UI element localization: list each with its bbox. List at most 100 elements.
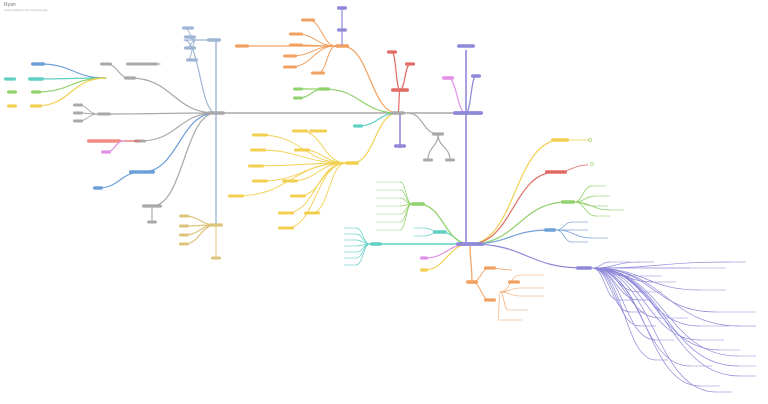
topic-node[interactable]: [31, 62, 45, 66]
branch-connector: [471, 267, 491, 283]
branch-connector: [427, 133, 439, 161]
topic-node[interactable]: [30, 104, 42, 108]
topic-node[interactable]: [442, 76, 454, 80]
topic-node[interactable]: [411, 202, 425, 206]
topic-node[interactable]: [337, 28, 347, 32]
branch-connector: [423, 231, 441, 237]
topic-node[interactable]: [87, 139, 121, 143]
topic-node[interactable]: [4, 77, 16, 81]
topic-node[interactable]: [387, 50, 397, 54]
topic-node[interactable]: [124, 76, 136, 80]
topic-node[interactable]: [73, 111, 83, 115]
topic-node[interactable]: [561, 200, 575, 204]
branch-connector: [257, 149, 347, 164]
topic-node[interactable]: [252, 133, 268, 137]
topic-node[interactable]: [484, 298, 496, 302]
topic-node[interactable]: [471, 74, 481, 78]
branch-connector: [469, 171, 557, 245]
topic-node[interactable]: [184, 46, 196, 50]
topic-node[interactable]: [179, 233, 189, 237]
branch-connector: [407, 112, 439, 135]
branch-connector: [555, 229, 573, 243]
topic-node[interactable]: [179, 242, 189, 246]
topic-node[interactable]: [101, 150, 111, 154]
topic-node[interactable]: [345, 161, 359, 165]
branch-connector: [555, 221, 573, 231]
topic-node[interactable]: [93, 186, 103, 190]
topic-node[interactable]: [31, 90, 41, 94]
topic-node[interactable]: [278, 211, 294, 215]
topic-node[interactable]: [283, 65, 297, 69]
topic-node[interactable]: [186, 58, 198, 62]
topic-node[interactable]: [289, 32, 303, 36]
topic-node[interactable]: [28, 77, 44, 81]
branch-connector: [499, 291, 509, 311]
branch-connector: [591, 267, 741, 327]
central-hub-middle[interactable]: [391, 111, 405, 115]
branch-connector: [591, 267, 657, 361]
topic-node[interactable]: [309, 129, 327, 133]
topic-node[interactable]: [73, 119, 83, 123]
topic-node[interactable]: [311, 71, 325, 75]
topic-node[interactable]: [337, 6, 347, 10]
central-hub-right[interactable]: [453, 111, 483, 115]
topic-node[interactable]: [457, 44, 475, 48]
topic-node[interactable]: [293, 96, 303, 100]
branch-connector: [573, 201, 597, 217]
branch-connector: [183, 39, 217, 114]
branch-connector: [285, 162, 347, 229]
topic-node[interactable]: [370, 242, 382, 246]
central-hub-left[interactable]: [207, 111, 225, 115]
topic-node[interactable]: [423, 158, 433, 162]
topic-node[interactable]: [252, 179, 268, 183]
topic-node[interactable]: [7, 104, 17, 108]
topic-node[interactable]: [179, 214, 189, 218]
topic-node[interactable]: [207, 38, 221, 42]
topic-node[interactable]: [283, 54, 297, 58]
branch-connector: [151, 112, 217, 207]
branch-connector: [285, 162, 347, 214]
topic-node[interactable]: [576, 266, 592, 270]
topic-node[interactable]: [228, 194, 244, 198]
branch-connector: [323, 88, 399, 114]
topic-node[interactable]: [544, 228, 556, 232]
topic-node[interactable]: [445, 158, 455, 162]
topic-node[interactable]: [235, 44, 249, 48]
topic-node[interactable]: [184, 35, 196, 39]
topic-node[interactable]: [301, 18, 315, 22]
topic-node[interactable]: [420, 268, 428, 272]
topic-node[interactable]: [100, 62, 112, 66]
topic-node[interactable]: [147, 220, 157, 224]
topic-node[interactable]: [278, 226, 294, 230]
branch-connector: [399, 203, 413, 231]
branch-connector: [465, 75, 477, 114]
topic-node[interactable]: [420, 256, 428, 260]
topic-node[interactable]: [7, 90, 17, 94]
topic-node[interactable]: [248, 164, 264, 168]
branch-connector: [437, 133, 451, 161]
branch-connector: [297, 162, 347, 197]
central-hub-lower[interactable]: [456, 242, 484, 246]
topic-node[interactable]: [394, 144, 406, 148]
topic-node[interactable]: [179, 224, 189, 228]
topic-node[interactable]: [182, 26, 194, 30]
topic-node[interactable]: [282, 179, 298, 183]
branch-connector: [469, 243, 473, 283]
topic-node[interactable]: [353, 124, 363, 128]
branch-connector: [341, 45, 399, 114]
topic-node[interactable]: [293, 87, 303, 91]
topic-node[interactable]: [290, 194, 306, 198]
topic-node[interactable]: [97, 112, 111, 116]
topic-node[interactable]: [508, 280, 520, 284]
branch-connector: [255, 162, 347, 167]
topic-node[interactable]: [250, 148, 266, 152]
topic-node[interactable]: [294, 148, 310, 152]
branch-connector: [105, 63, 131, 79]
topic-node[interactable]: [405, 62, 415, 66]
branch-connector: [591, 261, 731, 269]
topic-node[interactable]: [73, 103, 83, 107]
branch-connector: [39, 63, 107, 79]
topic-node[interactable]: [292, 129, 308, 133]
topic-node[interactable]: [126, 62, 158, 66]
